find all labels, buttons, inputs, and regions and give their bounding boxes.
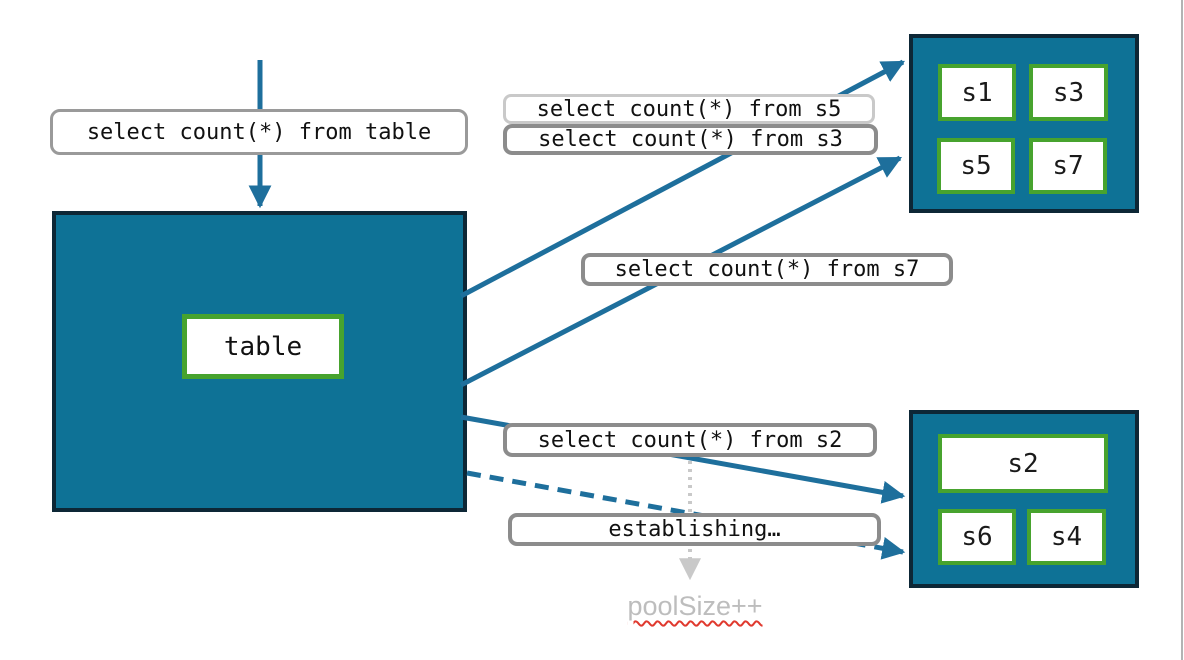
query-label-s7: select count(*) from s7 bbox=[581, 253, 953, 286]
pool-size-note: poolSize++ bbox=[627, 591, 763, 621]
shard-s2: s2 bbox=[938, 434, 1108, 493]
shard-s7: s7 bbox=[1029, 138, 1107, 194]
shard-pool-top: s1 s3 s5 s7 bbox=[909, 34, 1139, 213]
table-node-label: table bbox=[223, 331, 303, 362]
shard-s4-label: s4 bbox=[1050, 522, 1083, 552]
table-node: table bbox=[52, 211, 467, 512]
query-label-s5: select count(*) from s5 bbox=[503, 94, 875, 124]
query-label-s7-text: select count(*) from s7 bbox=[614, 257, 920, 282]
query-label-s2-text: select count(*) from s2 bbox=[537, 427, 843, 453]
query-label-table: select count(*) from table bbox=[50, 109, 468, 155]
shard-s3-label: s3 bbox=[1052, 77, 1085, 108]
shard-s7-label: s7 bbox=[1052, 151, 1084, 181]
query-label-table-text: select count(*) from table bbox=[86, 119, 432, 145]
shard-s1: s1 bbox=[938, 64, 1016, 121]
label-establishing-text: establishing… bbox=[608, 517, 781, 542]
table-node-label-box: table bbox=[182, 314, 344, 379]
shard-s6-label: s6 bbox=[961, 522, 993, 552]
shard-s1-label: s1 bbox=[961, 77, 993, 108]
slide-edge-line bbox=[1181, 0, 1183, 660]
query-label-s5-text: select count(*) from s5 bbox=[536, 96, 842, 122]
label-establishing: establishing… bbox=[508, 513, 881, 546]
shard-s5-label: s5 bbox=[960, 151, 992, 181]
query-label-s3: select count(*) from s3 bbox=[503, 124, 878, 155]
query-label-s3-text: select count(*) from s3 bbox=[538, 127, 843, 152]
shard-s4: s4 bbox=[1027, 509, 1106, 565]
shard-s3: s3 bbox=[1029, 64, 1108, 121]
shard-s6: s6 bbox=[938, 509, 1016, 565]
shard-s5: s5 bbox=[937, 138, 1015, 194]
shard-pool-bottom: s2 s6 s4 bbox=[909, 410, 1139, 588]
shard-s2-label: s2 bbox=[1007, 448, 1039, 479]
query-label-s2: select count(*) from s2 bbox=[503, 423, 877, 457]
